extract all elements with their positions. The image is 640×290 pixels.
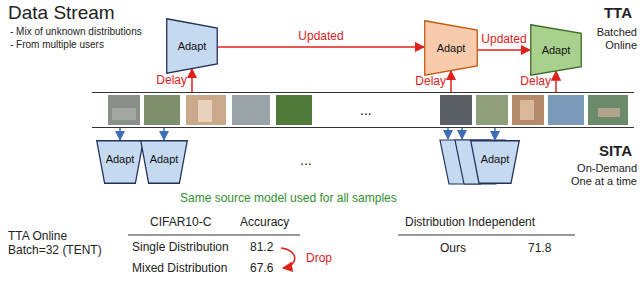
drop-arrow — [281, 248, 295, 268]
table-cell: 71.8 — [528, 242, 551, 256]
edge-label: Delay — [415, 75, 446, 88]
stream-image — [512, 95, 544, 125]
stream-image — [276, 95, 312, 125]
stream-image — [588, 95, 628, 125]
note: Same source model used for all samples — [180, 192, 397, 206]
adapt-outline — [471, 141, 520, 184]
adapt-block: Adapt — [424, 20, 478, 76]
edge-label: Delay — [520, 75, 551, 88]
adapt-outline — [97, 141, 144, 184]
row-title: TTA — [604, 4, 632, 21]
connector-arrow — [163, 128, 165, 140]
connector-arrow — [450, 71, 452, 92]
stream-image — [198, 100, 212, 122]
adapt-outline — [425, 21, 478, 76]
ellipsis: ... — [300, 152, 312, 168]
adapt-outline — [141, 141, 188, 184]
table-header: CIFAR10-C — [150, 216, 211, 230]
adapt-block: Adapt — [530, 24, 582, 76]
edge-label: Updated — [298, 30, 343, 43]
connector-arrow — [478, 49, 530, 51]
stream-arrow — [461, 128, 463, 139]
note: Batched Online — [591, 26, 637, 51]
table-cell: Mixed Distribution — [132, 262, 227, 276]
connector-arrow — [555, 71, 557, 92]
stream-image — [232, 95, 270, 125]
stream-image — [598, 108, 620, 117]
block-label: Adapt — [106, 153, 135, 165]
adapt-outline — [531, 25, 582, 76]
stream-image — [520, 100, 534, 120]
note: On-Demand One at a time — [561, 162, 637, 187]
connector-arrow — [191, 69, 193, 92]
adapt-block: Adapt — [470, 140, 520, 184]
heading: Data Stream — [8, 2, 115, 24]
stream-image — [144, 95, 180, 125]
connector-arrow — [119, 128, 121, 140]
block-label: Adapt — [437, 42, 466, 54]
table-title: TTA Online Batch=32 (TENT) — [8, 230, 108, 258]
block-label: Adapt — [150, 153, 179, 165]
stream-arrow — [447, 128, 449, 139]
table-header: Distribution Independent — [405, 216, 535, 230]
edge-label: Delay — [156, 74, 187, 87]
adapt-block: Adapt — [166, 18, 218, 74]
edge-label: Updated — [481, 33, 526, 46]
stream-image — [548, 95, 584, 125]
adapt-block: Adapt — [96, 140, 144, 184]
table-rule — [398, 235, 575, 236]
data-stream-band: ... — [92, 92, 634, 128]
connector-arrow — [218, 46, 424, 48]
table-rule — [128, 235, 300, 236]
annotation: Drop — [306, 252, 332, 266]
note: - From multiple users — [10, 39, 104, 51]
stream-image — [476, 95, 508, 125]
stream-image — [108, 95, 140, 125]
adapt-outline — [167, 19, 218, 74]
note: - Mix of unknown distributions — [10, 26, 142, 38]
block-label: Adapt — [481, 153, 510, 165]
stream-image — [440, 95, 472, 125]
table-cell: Single Distribution — [132, 241, 229, 255]
table-cell: 67.6 — [250, 262, 273, 276]
connector-arrow — [494, 128, 496, 140]
table-cell: 81.2 — [250, 241, 273, 255]
stream-image — [112, 108, 136, 120]
block-label: Adapt — [178, 40, 207, 52]
adapt-block: Adapt — [140, 140, 188, 184]
table-header: Accuracy — [240, 216, 289, 230]
stream-images — [108, 95, 628, 125]
table-cell: Ours — [440, 242, 466, 256]
block-label: Adapt — [542, 44, 571, 56]
row-title: SITA — [599, 142, 632, 159]
ellipsis: ... — [360, 102, 372, 118]
stream-image — [186, 95, 226, 125]
